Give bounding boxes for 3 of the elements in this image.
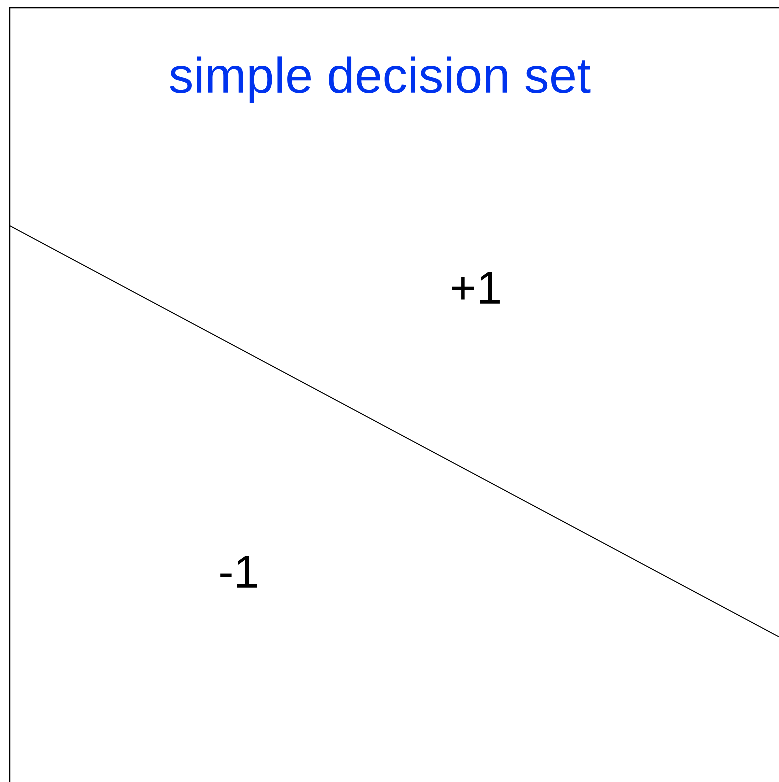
class-label: -1 [220, 556, 258, 588]
title: simple decision set [170, 56, 591, 104]
class-label: +1 [452, 272, 500, 304]
